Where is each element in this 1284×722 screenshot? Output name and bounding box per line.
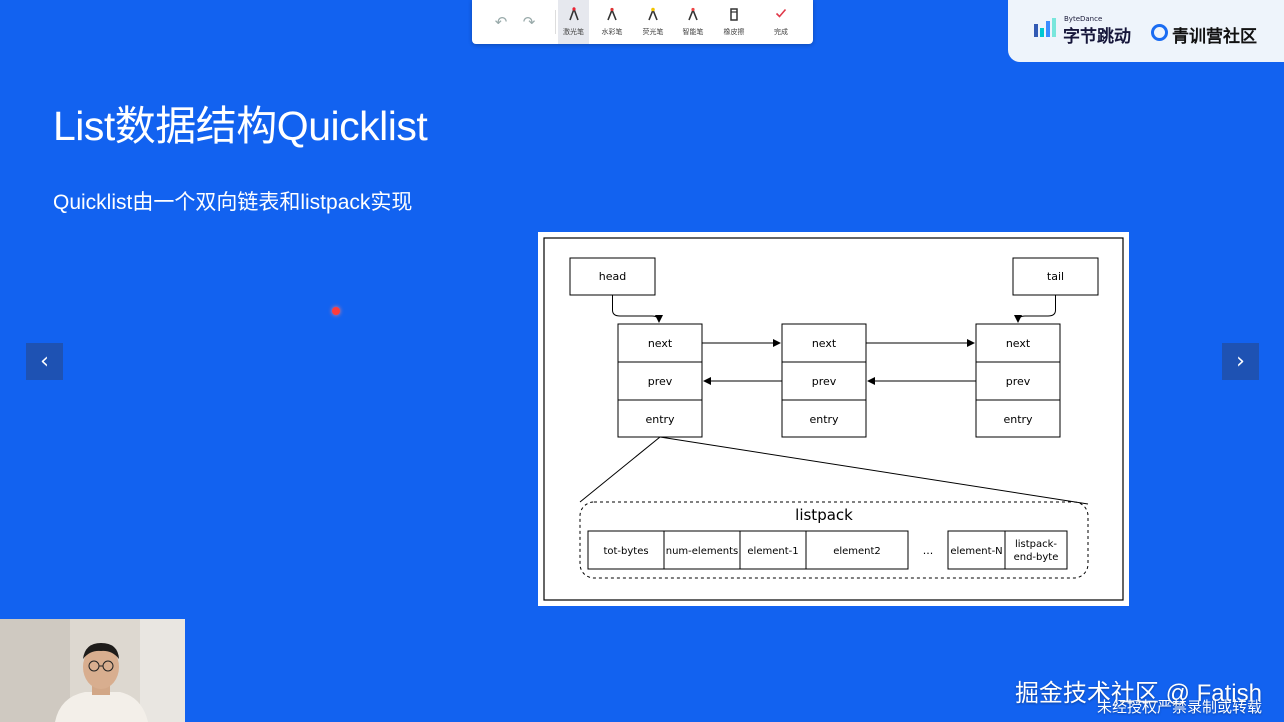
eraser-icon	[729, 7, 739, 25]
check-icon	[775, 7, 787, 25]
node-field-entry: entry	[1003, 413, 1033, 426]
slide-subtitle: Quicklist由一个双向链表和listpack实现	[53, 191, 413, 214]
head-pointer	[612, 295, 663, 323]
annotation-toolbar: ↶ ↷ 激光笔 水彩笔 荧光笔 智能笔	[472, 0, 813, 44]
node-field-prev: prev	[648, 375, 673, 388]
tail-pointer	[1014, 295, 1056, 323]
tool-label: 智能笔	[682, 28, 704, 36]
slide-title: List数据结构Quicklist	[53, 103, 428, 149]
tool-label: 荧光笔	[642, 28, 664, 36]
undo-icon[interactable]: ↶	[494, 13, 508, 31]
laser-pointer-dot	[332, 307, 340, 315]
listpack-cell-end-line1: listpack-	[1015, 539, 1057, 550]
listpack-cell-element2: element2	[833, 546, 881, 557]
watermark-notice: 未经授权严禁录制或转载	[1096, 698, 1262, 716]
chevron-right-icon: ›	[1236, 349, 1245, 374]
listpack-cell-element-n: element-N	[950, 546, 1002, 557]
bytedance-name: 字节跳动	[1063, 27, 1131, 47]
brand-banner: ByteDance 字节跳动 青训营社区	[1008, 0, 1284, 62]
community-logo-icon	[1151, 24, 1168, 41]
node-field-entry: entry	[809, 413, 839, 426]
quicklist-node-1: next prev entry	[617, 323, 703, 438]
quicklist-diagram-svg: head tail next prev entry next prev	[543, 237, 1124, 601]
prev-slide-button[interactable]: ‹	[26, 343, 63, 380]
node-field-next: next	[812, 337, 837, 350]
quicklist-node-3: next prev entry	[975, 323, 1061, 438]
tool-label: 完成	[774, 28, 788, 36]
community-name: 青训营社区	[1172, 27, 1257, 47]
listpack-ellipsis: ...	[923, 544, 934, 557]
listpack-title: listpack	[795, 506, 853, 524]
listpack-cell-element-1: element-1	[747, 546, 798, 557]
listpack-container	[579, 501, 1089, 579]
watercolor-pen-icon	[606, 7, 618, 25]
next-slide-button[interactable]: ›	[1222, 343, 1259, 380]
eraser-tool[interactable]: 橡皮擦	[718, 0, 750, 44]
quicklist-diagram: head tail next prev entry next prev	[538, 232, 1129, 606]
highlighter-tool[interactable]: 荧光笔	[637, 0, 669, 44]
watercolor-pen-tool[interactable]: 水彩笔	[596, 0, 628, 44]
head-box	[569, 257, 656, 296]
redo-icon[interactable]: ↷	[522, 13, 536, 31]
node-field-next: next	[648, 337, 673, 350]
listpack-cell-num-elements: num-elements	[666, 546, 738, 557]
bytedance-logo-icon	[1034, 18, 1056, 37]
highlighter-icon	[647, 7, 659, 25]
smart-pen-icon	[687, 7, 699, 25]
toolbar-divider	[555, 10, 556, 34]
tail-label: tail	[1047, 270, 1064, 283]
diagram-frame	[543, 237, 1124, 601]
tool-label: 橡皮擦	[723, 28, 745, 36]
listpack-cells: tot-bytes num-elements element-1 element…	[587, 530, 1068, 570]
bytedance-english-name: ByteDance	[1064, 15, 1103, 23]
node-field-next: next	[1006, 337, 1031, 350]
presenter-video-icon	[0, 619, 185, 722]
laser-pen-icon	[568, 6, 580, 25]
head-label: head	[599, 270, 626, 283]
smart-pen-tool[interactable]: 智能笔	[677, 0, 709, 44]
done-button[interactable]: 完成	[766, 0, 796, 44]
quicklist-node-2: next prev entry	[781, 323, 867, 438]
listpack-cell-tot-bytes: tot-bytes	[603, 546, 648, 557]
node-field-prev: prev	[812, 375, 837, 388]
laser-pen-tool[interactable]: 激光笔	[558, 0, 589, 44]
node-field-entry: entry	[645, 413, 675, 426]
tool-label: 水彩笔	[601, 28, 623, 36]
presenter-webcam	[0, 619, 185, 722]
chevron-left-icon: ‹	[40, 349, 49, 374]
node-field-prev: prev	[1006, 375, 1031, 388]
expand-line	[579, 436, 661, 503]
watermark-author: 掘金技术社区 @ Fatish	[1014, 680, 1262, 707]
tool-label: 激光笔	[563, 28, 584, 36]
listpack-cell-end-line2: end-byte	[1014, 552, 1059, 563]
expand-line	[659, 436, 1089, 505]
